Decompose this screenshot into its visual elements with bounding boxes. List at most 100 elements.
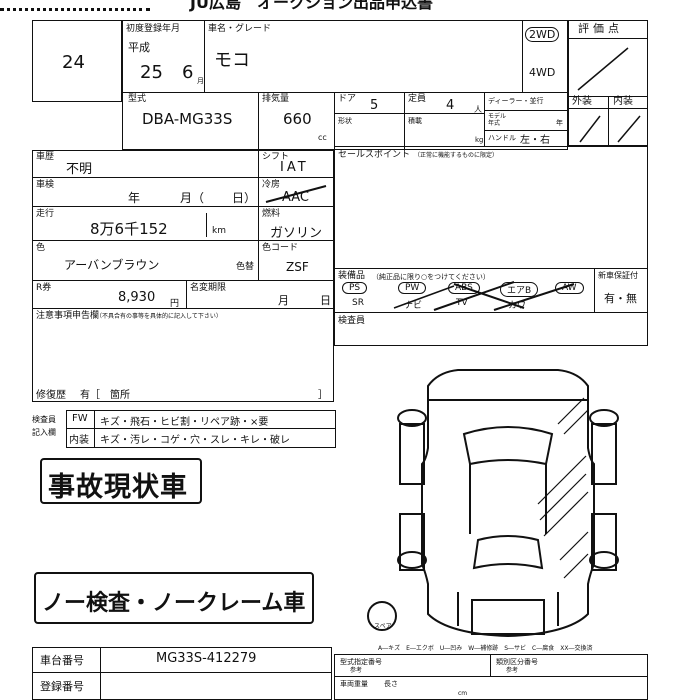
- inspection-day-unit: 日）: [232, 191, 257, 205]
- grade-interior-label: 内装: [613, 96, 633, 107]
- equipment-ps: PS: [342, 282, 368, 294]
- equipment-pw: PW: [398, 282, 427, 294]
- lot-number: 24: [62, 52, 85, 73]
- size-unit: cm: [458, 690, 468, 697]
- length-label: 長さ: [384, 680, 398, 688]
- equipment-airbag: エアB: [500, 282, 539, 297]
- fuel-value: ガソリン: [270, 226, 323, 241]
- equipment-tv: TV: [456, 298, 468, 308]
- no-claim-stamp: ノー検査・ノークレーム車: [34, 572, 314, 624]
- drive-2wd: 2WD: [525, 27, 560, 42]
- displacement-value: 660: [283, 110, 312, 128]
- name-change-label: 名変期限: [190, 283, 227, 293]
- displacement-label: 排気量: [262, 94, 290, 104]
- inspection-label: 車検: [36, 180, 55, 190]
- history-label: 車歴: [36, 152, 55, 162]
- loading-unit: kg: [475, 136, 484, 144]
- notes-hint: （不具合有の事等を具体的に記入して下さい）: [96, 313, 222, 320]
- notes-label: 注意事項申告欄: [36, 311, 100, 321]
- repair-end: ］: [318, 390, 328, 401]
- inspector-fill-row1-head: FW: [72, 413, 88, 424]
- model-label: 型式: [128, 94, 147, 104]
- grade-exterior-label: 外装: [572, 96, 592, 107]
- car-name: モコ: [214, 50, 250, 71]
- equipment-strikes: [393, 281, 575, 311]
- grade-label: 評価点: [578, 22, 623, 35]
- info-frame: [32, 150, 334, 402]
- sales-point-frame: [334, 146, 648, 346]
- aircon-strike: [265, 185, 327, 203]
- history-value: 不明: [66, 162, 93, 177]
- displacement-unit: cc: [318, 133, 327, 142]
- grade-strikes: [577, 47, 641, 143]
- mileage-unit: km: [212, 226, 226, 236]
- inspector-fill-label1: 検査員: [32, 415, 56, 424]
- aircon-value: AAC: [282, 190, 309, 205]
- dealer-label: ディーラー・並行: [488, 97, 544, 105]
- inspector-fill-label2: 記入欄: [32, 428, 56, 437]
- car-diagram: [367, 369, 619, 638]
- inspector-fill-row2: キズ・汚レ・コゲ・穴・スレ・キレ・破レ: [100, 435, 290, 446]
- handle-value: 左・右: [520, 135, 550, 146]
- model-value: DBA-MG33S: [142, 110, 233, 128]
- category-number-sub: 参考: [506, 667, 519, 674]
- chassis-label: 車台番号: [40, 654, 84, 667]
- equipment-aw: AW: [555, 282, 584, 294]
- registration-label: 初度登録年月: [126, 24, 181, 34]
- registration-month-unit: 月: [197, 77, 204, 85]
- model-year-unit: 年: [556, 119, 563, 127]
- shift-value: IAT: [280, 160, 309, 175]
- no-claim-stamp-text: ノー検査・ノークレーム車: [42, 590, 306, 616]
- chassis-value: MG33S-412279: [156, 651, 257, 666]
- registration-year: 25: [140, 62, 163, 83]
- repair-value: 有［ 箇所: [80, 390, 130, 401]
- equipment-navi: ナビ: [404, 301, 423, 311]
- category-number-label: 類別区分番号: [496, 658, 538, 666]
- weight-label: 車両重量: [340, 680, 368, 688]
- new-warranty-label: 新車保証付: [598, 271, 638, 280]
- aircon-label: 冷房: [262, 180, 281, 190]
- inspection-month-unit: 月（: [180, 191, 205, 205]
- car-name-label: 車名・グレード: [208, 24, 272, 34]
- mileage-label: 走行: [36, 209, 55, 219]
- shift-label: シフト: [262, 152, 290, 162]
- loading-label: 積載: [408, 117, 422, 125]
- inspection-year-unit: 年: [128, 191, 141, 205]
- color-change-label: 色替: [236, 262, 255, 272]
- color-label: 色: [36, 243, 46, 253]
- sales-point-label: セールスポイント: [338, 150, 411, 160]
- lot-box: [32, 20, 122, 102]
- color-code-value: ZSF: [286, 260, 309, 274]
- recycle-unit: 円: [170, 299, 180, 309]
- equipment-sr: SR: [352, 298, 364, 308]
- name-change-day: 日: [320, 294, 331, 307]
- reg-number-label: 登録番号: [40, 680, 84, 693]
- damage-legend: A―キズ E―エクボ U―凹み W―補修跡 S―サビ C―腐食 XX―交換済: [378, 645, 593, 652]
- inspector-fill-row2-head: 内装: [69, 435, 89, 446]
- inspector-fill-frame: [66, 410, 336, 448]
- mileage-value: 8万6千152: [90, 220, 168, 238]
- recycle-value: 8,930: [118, 290, 156, 305]
- repair-label: 修復歴: [36, 390, 66, 401]
- inspector-label: 検査員: [338, 316, 366, 326]
- header-title: JU広島 オークション出品申込書: [190, 0, 433, 12]
- fuel-label: 燃料: [262, 209, 281, 219]
- sales-point-note: （正常に機能するものに限定）: [414, 152, 499, 159]
- shape-label: 形状: [338, 117, 352, 125]
- color-value: アーバンブラウン: [64, 258, 160, 272]
- drive-4wd: 4WD: [529, 66, 556, 79]
- handle-label: ハンドル: [488, 134, 516, 142]
- inspector-fill-row1: キズ・飛石・ヒビ割・リペア跡・×要: [100, 417, 269, 428]
- new-warranty-value: 有・無: [604, 292, 637, 305]
- color-code-label: 色コード: [262, 243, 299, 253]
- model-year-label: モデル年式: [488, 113, 507, 127]
- top-frame: [122, 20, 568, 150]
- accident-stamp-text: 事故現状車: [48, 472, 188, 503]
- capacity-label: 定員: [408, 94, 427, 104]
- capacity-value: 4: [446, 98, 455, 113]
- recycle-label: R券: [36, 283, 52, 293]
- type-number-sub: 参考: [350, 667, 363, 674]
- doors-value: 5: [370, 98, 379, 113]
- doors-label: ドア: [338, 94, 357, 104]
- equipment-note: （純正品に限り○をつけてください）: [372, 273, 490, 281]
